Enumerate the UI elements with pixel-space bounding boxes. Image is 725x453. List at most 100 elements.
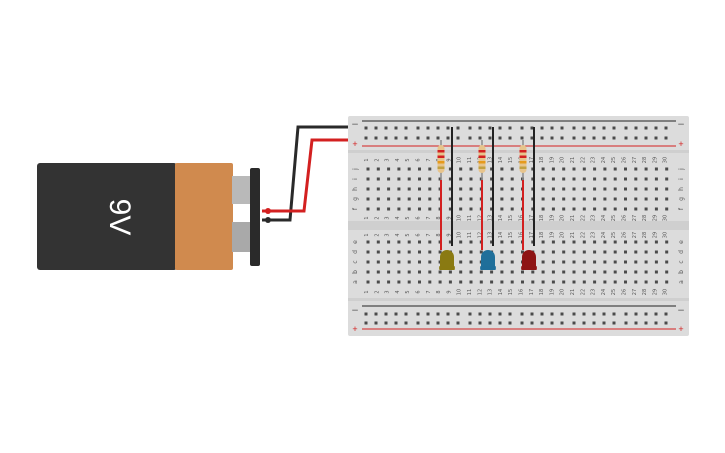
rail-hole[interactable] xyxy=(560,126,564,130)
rail-hole[interactable] xyxy=(384,321,388,325)
breadboard-hole[interactable] xyxy=(603,197,607,201)
breadboard-hole[interactable] xyxy=(469,280,473,284)
rail-hole[interactable] xyxy=(664,126,668,130)
breadboard-hole[interactable] xyxy=(531,280,535,284)
breadboard-hole[interactable] xyxy=(376,250,380,254)
breadboard-hole[interactable] xyxy=(376,260,380,264)
breadboard-hole[interactable] xyxy=(366,270,370,274)
rail-hole[interactable] xyxy=(488,321,492,325)
rail-hole[interactable] xyxy=(446,126,450,130)
rail-hole[interactable] xyxy=(416,321,420,325)
breadboard-hole[interactable] xyxy=(562,250,566,254)
breadboard-hole[interactable] xyxy=(644,167,648,171)
breadboard-hole[interactable] xyxy=(582,207,586,211)
breadboard-hole[interactable] xyxy=(613,270,617,274)
breadboard-hole[interactable] xyxy=(582,270,586,274)
breadboard-hole[interactable] xyxy=(541,260,545,264)
breadboard-hole[interactable] xyxy=(490,177,494,181)
breadboard-hole[interactable] xyxy=(387,260,391,264)
rail-hole[interactable] xyxy=(498,126,502,130)
breadboard-hole[interactable] xyxy=(593,260,597,264)
rail-hole[interactable] xyxy=(394,126,398,130)
breadboard-hole[interactable] xyxy=(665,240,669,244)
breadboard-hole[interactable] xyxy=(562,270,566,274)
breadboard-hole[interactable] xyxy=(366,240,370,244)
rail-hole[interactable] xyxy=(478,136,482,140)
breadboard-hole[interactable] xyxy=(582,197,586,201)
rail-hole[interactable] xyxy=(550,321,554,325)
breadboard-hole[interactable] xyxy=(407,270,411,274)
rail-hole[interactable] xyxy=(560,321,564,325)
rail-hole[interactable] xyxy=(644,321,648,325)
breadboard-hole[interactable] xyxy=(490,167,494,171)
breadboard-hole[interactable] xyxy=(428,250,432,254)
breadboard-hole[interactable] xyxy=(387,187,391,191)
breadboard-hole[interactable] xyxy=(366,207,370,211)
breadboard-hole[interactable] xyxy=(500,167,504,171)
breadboard-hole[interactable] xyxy=(644,270,648,274)
breadboard-hole[interactable] xyxy=(654,207,658,211)
rail-hole[interactable] xyxy=(456,126,460,130)
rail-hole[interactable] xyxy=(468,312,472,316)
rail-hole[interactable] xyxy=(404,321,408,325)
breadboard-hole[interactable] xyxy=(654,177,658,181)
breadboard-hole[interactable] xyxy=(541,280,545,284)
breadboard-hole[interactable] xyxy=(469,187,473,191)
breadboard-hole[interactable] xyxy=(613,240,617,244)
breadboard-hole[interactable] xyxy=(418,177,421,181)
rail-hole[interactable] xyxy=(508,136,512,140)
breadboard-hole[interactable] xyxy=(366,167,370,171)
breadboard-hole[interactable] xyxy=(418,197,421,201)
breadboard-hole[interactable] xyxy=(562,260,566,264)
breadboard-hole[interactable] xyxy=(541,197,545,201)
rail-hole[interactable] xyxy=(436,136,440,140)
rail-hole[interactable] xyxy=(520,321,524,325)
rail-hole[interactable] xyxy=(374,126,378,130)
rail-hole[interactable] xyxy=(364,136,368,140)
rail-hole[interactable] xyxy=(404,136,408,140)
rail-hole[interactable] xyxy=(426,136,430,140)
breadboard-hole[interactable] xyxy=(551,187,555,191)
resistor-1[interactable] xyxy=(437,140,445,250)
rail-hole[interactable] xyxy=(634,136,638,140)
breadboard-hole[interactable] xyxy=(582,187,586,191)
breadboard-hole[interactable] xyxy=(572,187,576,191)
breadboard-hole[interactable] xyxy=(562,177,566,181)
breadboard-hole[interactable] xyxy=(613,260,617,264)
rail-hole[interactable] xyxy=(654,312,658,316)
breadboard-hole[interactable] xyxy=(510,280,514,284)
breadboard-hole[interactable] xyxy=(572,280,576,284)
breadboard-hole[interactable] xyxy=(644,240,648,244)
breadboard-hole[interactable] xyxy=(500,207,504,211)
breadboard-hole[interactable] xyxy=(428,207,432,211)
breadboard-hole[interactable] xyxy=(665,207,669,211)
breadboard-hole[interactable] xyxy=(510,177,514,181)
breadboard-hole[interactable] xyxy=(418,250,421,254)
rail-hole[interactable] xyxy=(468,136,472,140)
rail-hole[interactable] xyxy=(446,312,450,316)
breadboard-hole[interactable] xyxy=(438,177,442,181)
breadboard-hole[interactable] xyxy=(654,197,658,201)
breadboard-hole[interactable] xyxy=(634,280,638,284)
breadboard-hole[interactable] xyxy=(624,280,627,284)
breadboard-hole[interactable] xyxy=(562,207,566,211)
breadboard-hole[interactable] xyxy=(397,280,401,284)
breadboard-hole[interactable] xyxy=(376,240,380,244)
breadboard-hole[interactable] xyxy=(634,167,638,171)
breadboard-hole[interactable] xyxy=(428,260,432,264)
breadboard-hole[interactable] xyxy=(397,240,401,244)
breadboard-hole[interactable] xyxy=(387,207,391,211)
breadboard-hole[interactable] xyxy=(407,177,411,181)
rail-hole[interactable] xyxy=(540,321,544,325)
breadboard-hole[interactable] xyxy=(397,197,401,201)
rail-hole[interactable] xyxy=(394,136,398,140)
breadboard-hole[interactable] xyxy=(510,240,514,244)
breadboard-hole[interactable] xyxy=(593,187,597,191)
breadboard-hole[interactable] xyxy=(603,250,607,254)
breadboard-hole[interactable] xyxy=(624,207,627,211)
breadboard-hole[interactable] xyxy=(448,270,452,274)
rail-hole[interactable] xyxy=(644,312,648,316)
breadboard-hole[interactable] xyxy=(593,177,597,181)
breadboard-hole[interactable] xyxy=(665,197,669,201)
rail-hole[interactable] xyxy=(634,126,638,130)
